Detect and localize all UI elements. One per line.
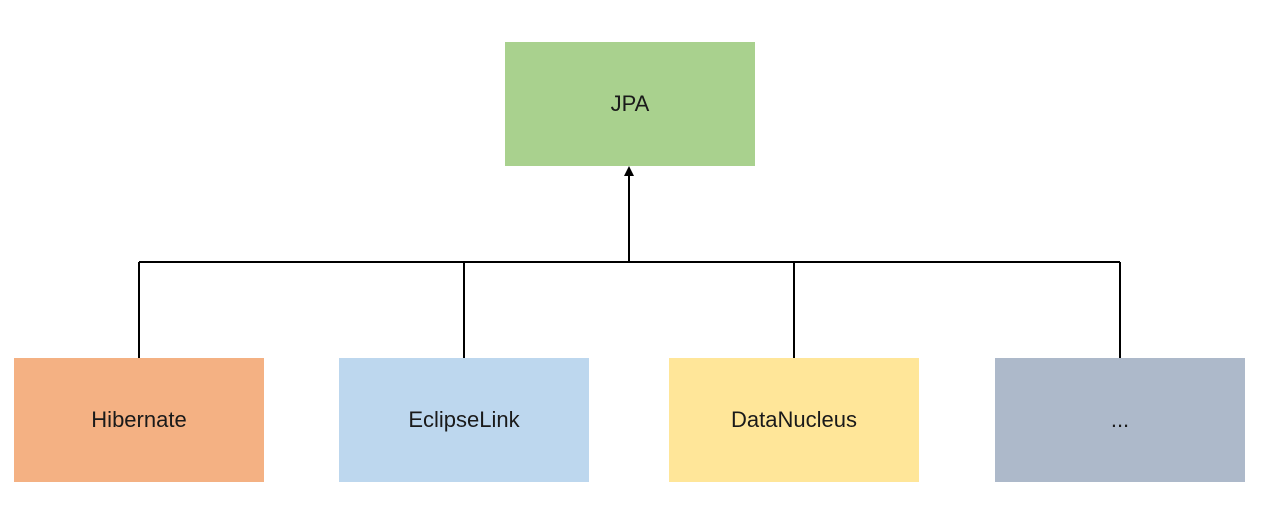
- others-label: ...: [1110, 407, 1130, 432]
- hibernate-label: Hibernate: [91, 407, 187, 432]
- jpa-label: JPA: [610, 91, 650, 116]
- others-box: ...: [995, 358, 1245, 482]
- datanucleus-label: DataNucleus: [731, 407, 857, 432]
- eclipselink-box: EclipseLink: [339, 358, 589, 482]
- hibernate-box: Hibernate: [14, 358, 264, 482]
- eclipselink-label: EclipseLink: [408, 407, 520, 432]
- arrowhead-icon: [624, 166, 634, 176]
- jpa-box: JPA: [505, 42, 755, 166]
- datanucleus-box: DataNucleus: [669, 358, 919, 482]
